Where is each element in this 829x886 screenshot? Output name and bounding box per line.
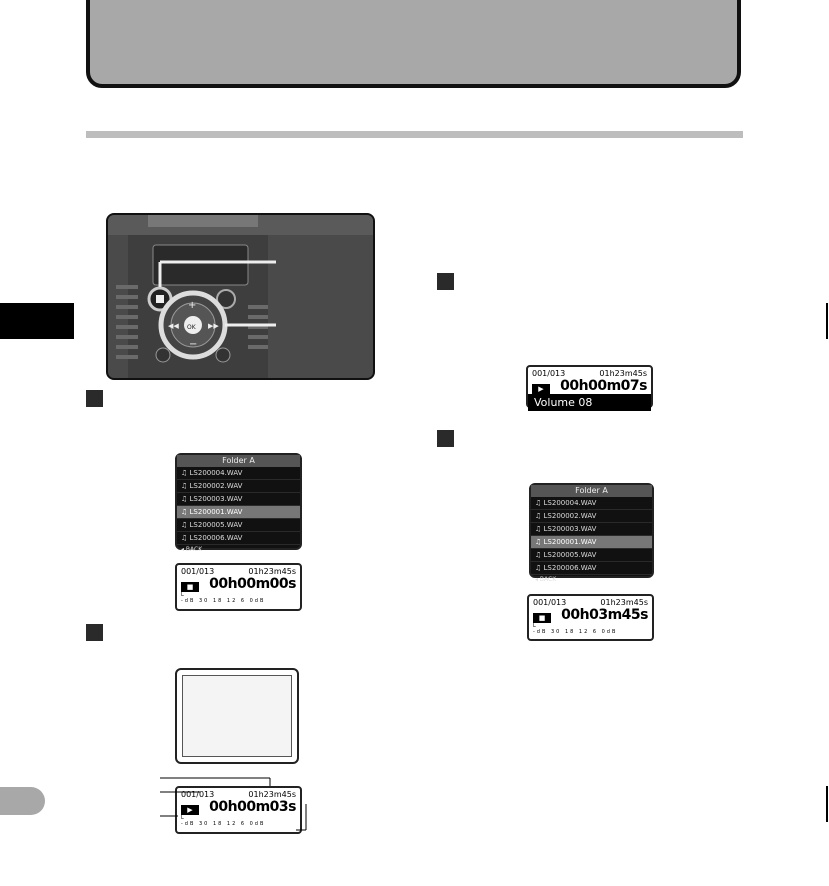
- status-screen-play: 001/013 01h23m45s ▶ 00h00m03s L -dB 30 18 …: [175, 786, 302, 834]
- file-item[interactable]: ♫ LS200006.WAV: [531, 562, 652, 575]
- file-item[interactable]: ♫ LS200005.WAV: [177, 519, 300, 532]
- section-rule: [86, 131, 743, 138]
- step-1-marker: [86, 390, 103, 407]
- file-item[interactable]: ♫ LS200004.WAV: [531, 497, 652, 510]
- file-list-screen-2: Folder A ♫ LS200004.WAV ♫ LS200002.WAV ♫…: [529, 483, 654, 583]
- status-screen-stop-2: 001/013 01h23m45s ■ 00h03m45s L -dB 30 18 …: [527, 594, 654, 641]
- edge-mark-top: [826, 303, 828, 339]
- remaining-time: 01h23m45s: [599, 369, 647, 378]
- svg-text:OK: OK: [187, 324, 197, 331]
- elapsed-time: 00h00m07s: [560, 378, 647, 394]
- remaining-time: 01h23m45s: [248, 790, 296, 799]
- svg-text:+: +: [188, 300, 196, 311]
- file-item-selected[interactable]: ♫ LS200001.WAV: [177, 506, 300, 519]
- status-screen-stop: 001/013 01h23m45s ■ 00h00m00s L -dB 30 18 …: [175, 563, 302, 611]
- back-label[interactable]: ◂ BACK: [535, 576, 557, 583]
- svg-text:▶▶: ▶▶: [208, 322, 219, 330]
- file-counter: 001/013: [532, 369, 566, 378]
- level-scale: -dB 30 18 12 6 0dB: [533, 629, 618, 635]
- file-item[interactable]: ♫ LS200003.WAV: [177, 493, 300, 506]
- chapter-header-box: [86, 0, 741, 88]
- svg-text:−: −: [189, 339, 197, 350]
- file-item[interactable]: ♫ LS200005.WAV: [531, 549, 652, 562]
- file-item[interactable]: ♫ LS200002.WAV: [531, 510, 652, 523]
- blank-screen-inner: [182, 675, 292, 757]
- recorder-drawing: + − ◀◀ ▶▶ OK: [108, 215, 373, 378]
- play-icon: ▶: [532, 384, 550, 394]
- file-item-selected[interactable]: ♫ LS200001.WAV: [531, 536, 652, 549]
- edge-mark-bottom: [826, 786, 828, 822]
- recorder-illustration: + − ◀◀ ▶▶ OK: [106, 213, 375, 380]
- stop-icon: ■: [181, 582, 199, 592]
- file-item[interactable]: ♫ LS200004.WAV: [177, 467, 300, 480]
- folder-title: Folder A: [531, 485, 652, 497]
- svg-text:◀◀: ◀◀: [168, 322, 179, 330]
- play-icon: ▶: [181, 805, 199, 815]
- level-scale: -dB 30 18 12 6 0dB: [181, 598, 266, 604]
- channel-l: L: [181, 592, 186, 598]
- callout-lines: [160, 777, 307, 831]
- volume-bar: Volume 08: [528, 394, 651, 411]
- elapsed-time: 00h00m03s: [209, 799, 296, 815]
- file-counter: 001/013: [181, 567, 215, 576]
- remaining-time: 01h23m45s: [600, 598, 648, 607]
- file-item[interactable]: ♫ LS200006.WAV: [177, 532, 300, 545]
- step-4-marker: [437, 430, 454, 447]
- remaining-time: 01h23m45s: [248, 567, 296, 576]
- file-item[interactable]: ♫ LS200003.WAV: [531, 523, 652, 536]
- channel-l: L: [533, 623, 538, 629]
- channel-l: L: [181, 815, 186, 821]
- elapsed-time: 00h03m45s: [561, 607, 648, 623]
- file-list-screen-1: Folder A ♫ LS200004.WAV ♫ LS200002.WAV ♫…: [175, 453, 302, 553]
- elapsed-time: 00h00m00s: [209, 576, 296, 592]
- step-3-marker: [437, 273, 454, 290]
- playback-screen-blank: [175, 668, 299, 764]
- status-screen-volume: 001/013 01h23m45s ▶ 00h00m07s Volume 08: [526, 365, 653, 411]
- folder-title: Folder A: [177, 455, 300, 467]
- level-scale: -dB 30 18 12 6 0dB: [181, 821, 266, 827]
- file-counter: 001/013: [533, 598, 567, 607]
- chapter-tab: [0, 303, 74, 339]
- stop-icon: ■: [533, 613, 551, 623]
- back-label[interactable]: ◂ BACK: [181, 546, 203, 553]
- page-number-tab: [0, 787, 45, 815]
- step-2-marker: [86, 624, 103, 641]
- file-item[interactable]: ♫ LS200002.WAV: [177, 480, 300, 493]
- file-counter: 001/013: [181, 790, 215, 799]
